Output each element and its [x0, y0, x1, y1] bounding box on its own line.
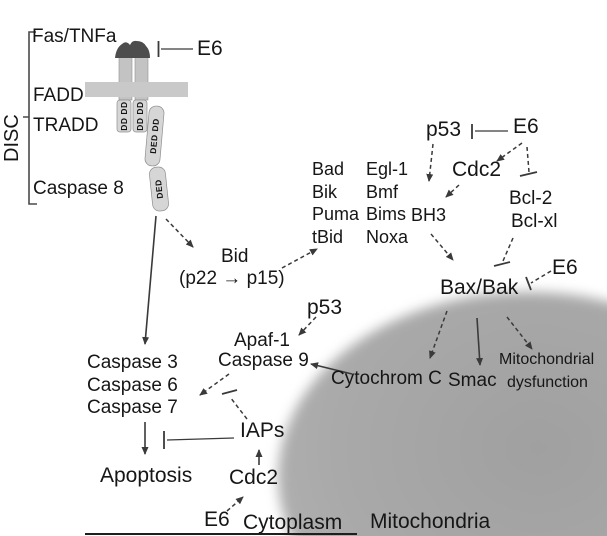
arrow-caspase9-to-caspases	[199, 373, 230, 396]
label-bh3: BH3	[411, 205, 447, 225]
inhibit-e6-bcl2	[519, 146, 538, 177]
label-bid-cleavage: (p22 → p15)	[179, 268, 285, 289]
arrow-e6-to-cdc2-top	[496, 142, 523, 162]
label-e6-right: E6	[552, 256, 578, 279]
label-bims: Bims	[366, 204, 406, 224]
scan-artifact-line	[85, 533, 357, 535]
arrow-bid-to-tbid	[281, 248, 318, 269]
arrow-baxbak-to-smac	[476, 317, 484, 366]
disc-bracket	[23, 31, 37, 205]
label-bmf: Bmf	[366, 181, 399, 202]
dd-domain-label-1: DD DD	[119, 101, 129, 130]
label-p53-top: p53	[426, 118, 462, 141]
ded-domain-strip	[144, 105, 165, 167]
arrow-baxbak-to-dysfunction	[506, 316, 533, 350]
label-smac: Smac	[448, 370, 497, 391]
arrow-cdc2-to-bh3	[445, 184, 460, 198]
label-caspase8: Caspase 8	[33, 178, 124, 199]
effector-caspase-list: Caspase 3 Caspase 6 Caspase 7	[87, 352, 178, 420]
inhibit-e6-baxbak	[525, 270, 552, 291]
label-caspase3: Caspase 3	[87, 352, 178, 373]
label-fadd: FADD	[33, 85, 84, 106]
label-fas-tnfa: Fas/TNFa	[32, 26, 117, 47]
label-apoptosis: Apoptosis	[100, 464, 193, 487]
inhibit-iaps-apoptosis	[163, 431, 235, 449]
arrow-cytochromec-to-caspase9	[310, 362, 353, 375]
dd-domain-box-1	[116, 99, 132, 133]
label-tbid: tBid	[312, 226, 344, 247]
label-bclxl: Bcl-xl	[511, 211, 558, 232]
dd-domain-box-2	[132, 99, 148, 133]
inhibit-iaps-caspase9	[221, 389, 248, 420]
dd-domain-label-2: DD DD	[135, 101, 145, 130]
arrow-p53-to-bh3	[426, 143, 434, 182]
label-baxbak: Bax/Bak	[440, 276, 519, 299]
label-puma: Puma	[312, 204, 360, 224]
inhibit-bcl2-baxbak	[493, 237, 514, 267]
arrow-baxbak-to-cytochromec	[429, 310, 448, 359]
label-caspase7: Caspase 7	[87, 397, 178, 418]
label-bik: Bik	[312, 181, 338, 202]
label-bcl2: Bcl-2	[509, 188, 553, 209]
arrow-ded-to-bid	[165, 218, 194, 248]
arrow-e6-to-cdc2-bottom	[226, 496, 244, 512]
label-e6-receptor: E6	[197, 37, 223, 60]
inhibit-e6-p53	[471, 124, 508, 139]
label-bad: Bad	[312, 159, 345, 179]
label-bid: Bid	[221, 246, 249, 267]
label-mitochondria: Mitochondria	[370, 510, 491, 533]
label-iaps: IAPs	[240, 419, 285, 442]
label-tradd: TRADD	[33, 115, 99, 136]
label-egl1: Egl-1	[366, 159, 409, 179]
label-disc: DISC	[1, 114, 23, 162]
label-mito-dysfunction-2: dysfunction	[507, 374, 588, 391]
death-receptor-graphic: DD DD DD DD DED DD DED	[85, 40, 188, 212]
label-mito-dysfunction-1: Mitochondrial	[499, 351, 595, 368]
ded-domain-label: DED DD	[148, 118, 161, 154]
label-apaf1: Apaf-1	[234, 330, 290, 351]
label-e6-bottom: E6	[204, 508, 230, 531]
ded-domain-label-2: DED	[153, 179, 165, 199]
inhibit-e6-receptor	[157, 41, 193, 57]
label-caspase9: Caspase 9	[218, 350, 309, 371]
label-cdc2-bottom: Cdc2	[229, 466, 279, 489]
arrow-bh3-to-baxbak	[430, 233, 454, 261]
bh3-list-column-2: Egl-1 Bmf Bims Noxa	[366, 158, 408, 248]
label-caspase6: Caspase 6	[87, 374, 178, 396]
ligand-trimer-icon	[115, 40, 150, 58]
label-cytochrome-c: Cytochrom C	[331, 368, 442, 389]
label-cdc2-top: Cdc2	[452, 158, 502, 181]
label-e6-topright: E6	[513, 115, 539, 138]
label-cytoplasm: Cytoplasm	[243, 511, 343, 534]
membrane-band	[85, 82, 188, 97]
bh3-list-column-1: Bad Bik Puma tBid	[312, 158, 359, 248]
label-p53-mid: p53	[307, 296, 343, 319]
arrow-caspase8-to-caspase3	[142, 215, 157, 345]
arrow-p53-to-apaf1	[298, 316, 317, 336]
ded-domain-strip-2	[149, 166, 169, 212]
label-noxa: Noxa	[366, 226, 409, 247]
